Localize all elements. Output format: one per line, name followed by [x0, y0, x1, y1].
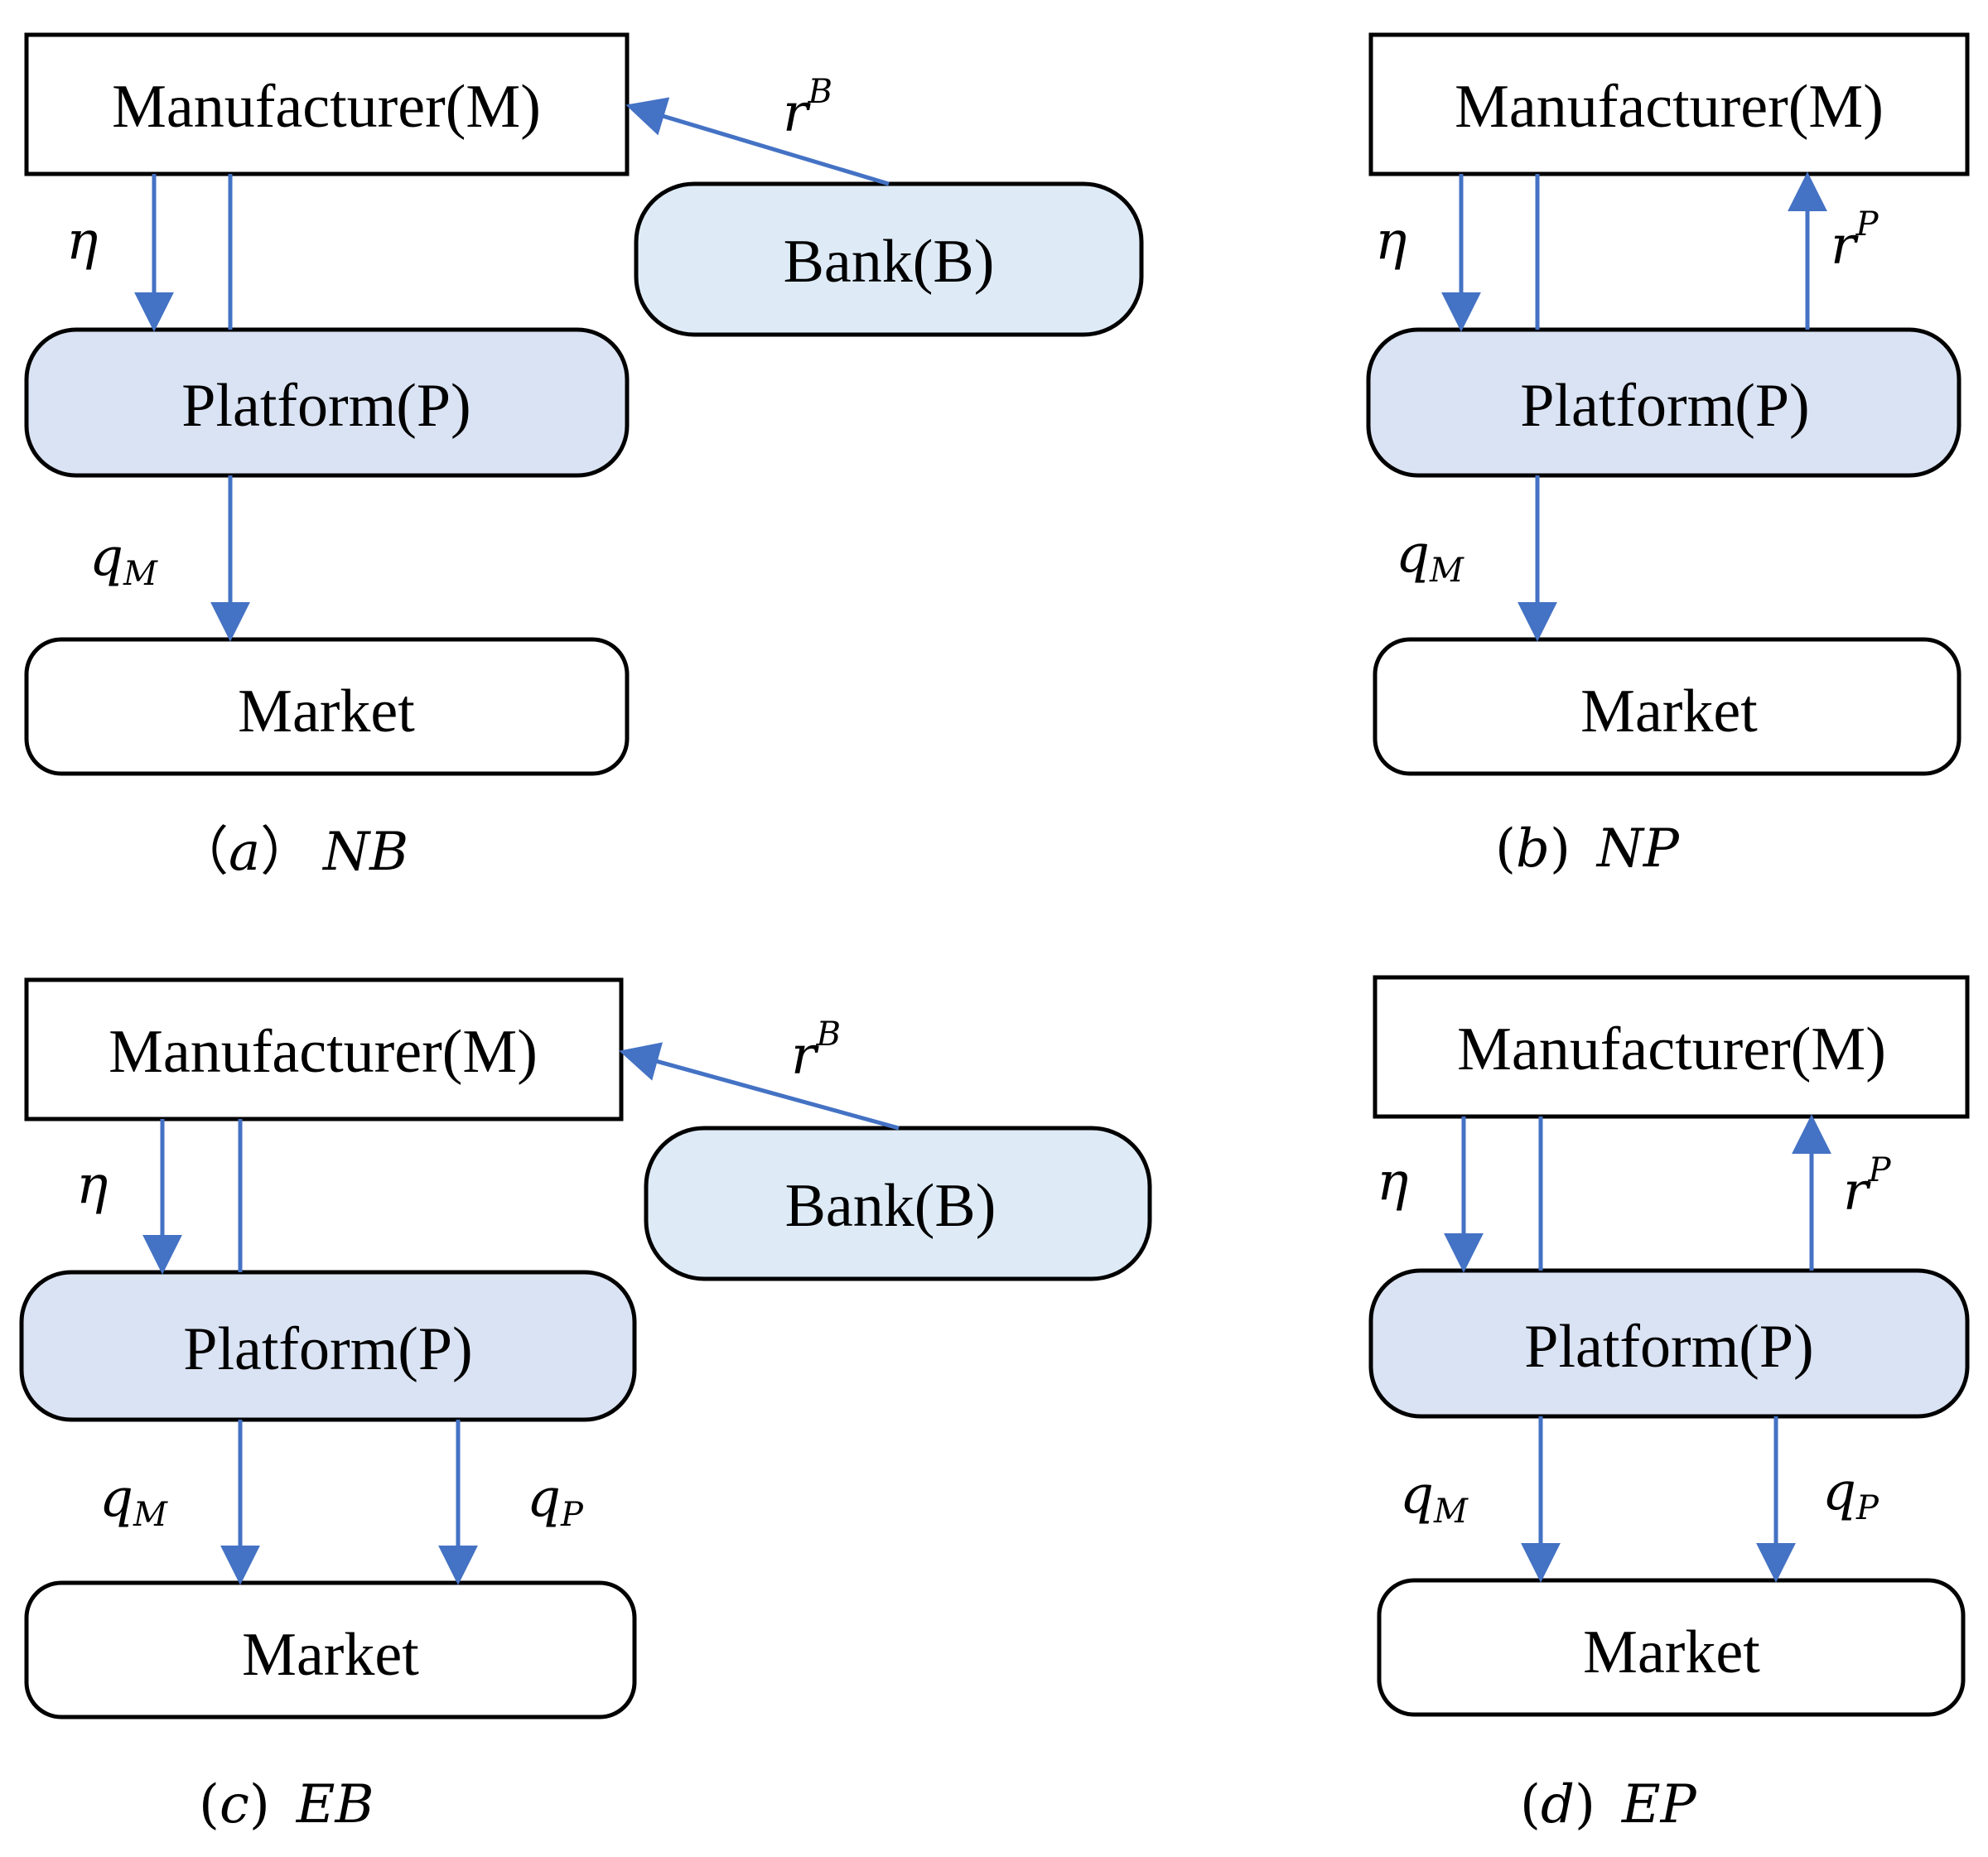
platform-node [24, 327, 630, 478]
bank-interest-arrow [619, 1042, 900, 1131]
market-label: Market [238, 678, 415, 745]
rp-label: rP [1843, 1151, 1892, 1223]
market-node [24, 1580, 637, 1720]
market-node [1373, 637, 1961, 776]
platform-node [1368, 1268, 1970, 1419]
market-node [1377, 1578, 1966, 1717]
manufacturer-label: Manufacturer(M) [112, 73, 541, 141]
caption-c: (c)EB [199, 1774, 374, 1835]
eta-label: η [66, 210, 98, 272]
eta-label: η [76, 1155, 108, 1216]
caption-b: (b)NP [1495, 818, 1680, 880]
eta-label: η [1377, 1151, 1408, 1213]
platform-node [19, 1270, 637, 1422]
qp-label: qP [527, 1468, 584, 1534]
market-label: Market [242, 1621, 419, 1689]
platform-label: Platform(P) [1524, 1313, 1813, 1381]
platform-label: Platform(P) [1520, 372, 1809, 440]
qp-label: qP [1822, 1461, 1879, 1527]
manufacturer-node [1373, 975, 1970, 1119]
market-label: Market [1583, 1618, 1760, 1686]
bank-label: Bank(B) [785, 1172, 996, 1240]
market-label: Market [1580, 678, 1758, 745]
platform-node [1366, 327, 1961, 478]
platform-label: Platform(P) [183, 1315, 472, 1383]
manufacturer-node [1368, 32, 1970, 176]
manufacturer-node [24, 32, 630, 176]
qm-label: qM [89, 527, 158, 593]
caption-d: (d)EP [1520, 1774, 1697, 1835]
rb-label: rB [791, 1015, 841, 1087]
panel-c-eb: Manufacturer(M) Platform(P) Market Bank(… [19, 977, 1152, 1835]
rp-label: rP [1831, 205, 1879, 277]
qm-label: qM [99, 1468, 168, 1534]
manufacturer-label: Manufacturer(M) [109, 1018, 538, 1086]
market-node [24, 637, 630, 776]
rb-label: rB [783, 73, 832, 144]
manufacturer-label: Manufacturer(M) [1457, 1015, 1886, 1083]
qm-label: qM [1400, 1464, 1469, 1531]
manufacturer-label: Manufacturer(M) [1455, 73, 1884, 141]
panel-d-ep: Manufacturer(M) Platform(P) Market η qM … [1368, 975, 1970, 1835]
panel-a-nb: Manufacturer(M) Platform(P) Market Bank(… [24, 32, 1144, 883]
manufacturer-node [24, 977, 624, 1121]
caption-a: （a）NB [176, 822, 408, 883]
bank-interest-arrow [625, 97, 890, 186]
eta-label: η [1375, 210, 1407, 272]
qm-label: qM [1396, 523, 1464, 590]
panel-b-np: Manufacturer(M) Platform(P) Market η qM … [1366, 32, 1970, 880]
platform-label: Platform(P) [181, 372, 470, 440]
bank-label: Bank(B) [784, 228, 995, 296]
